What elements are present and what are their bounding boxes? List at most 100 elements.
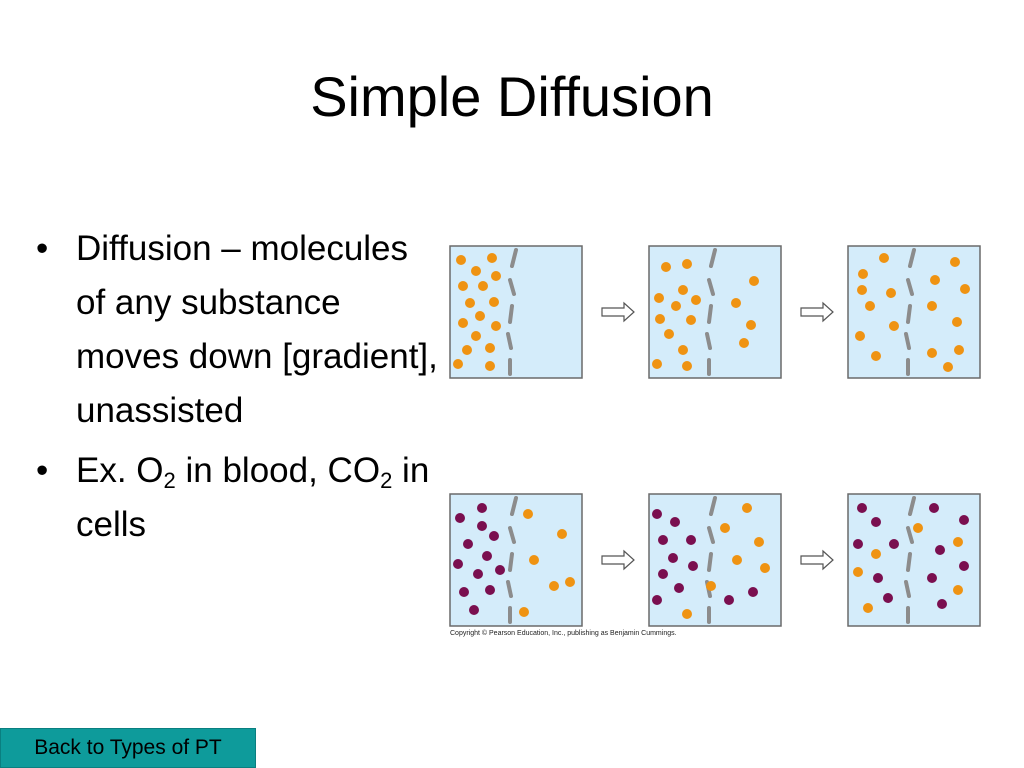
solute-molecule-orange bbox=[927, 301, 937, 311]
arrow-right-icon bbox=[601, 549, 635, 571]
solute-molecule-orange bbox=[863, 603, 873, 613]
solute-molecule-orange bbox=[953, 585, 963, 595]
solute-molecule-purple bbox=[959, 561, 969, 571]
solute-molecule-orange bbox=[927, 348, 937, 358]
solute-molecule-purple bbox=[873, 573, 883, 583]
membrane bbox=[904, 248, 916, 376]
solute-molecule-orange bbox=[671, 301, 681, 311]
membrane-segment bbox=[508, 526, 516, 544]
solute-molecule-orange bbox=[453, 359, 463, 369]
solute-molecule-orange bbox=[489, 297, 499, 307]
membrane bbox=[705, 248, 717, 376]
solute-molecule-orange bbox=[871, 351, 881, 361]
membrane-segment bbox=[508, 552, 514, 572]
solute-molecule-orange bbox=[661, 262, 671, 272]
slide-title: Simple Diffusion bbox=[310, 65, 714, 128]
membrane-segment bbox=[904, 580, 911, 598]
solute-molecule-orange bbox=[458, 281, 468, 291]
solute-molecule-purple bbox=[652, 509, 662, 519]
back-to-types-button[interactable]: Back to Types of PT bbox=[0, 728, 256, 768]
solute-molecule-purple bbox=[485, 585, 495, 595]
solute-molecule-orange bbox=[678, 345, 688, 355]
bullet-text-mid: in blood, CO bbox=[175, 451, 381, 490]
diffusion-row-single-solute bbox=[449, 245, 981, 379]
solute-molecule-orange bbox=[886, 288, 896, 298]
bullet-text: Diffusion – molecules of any substance m… bbox=[76, 229, 438, 430]
solute-molecule-orange bbox=[523, 509, 533, 519]
membrane-segment bbox=[707, 526, 715, 544]
arrow-right-icon bbox=[800, 549, 834, 571]
solute-molecule-purple bbox=[658, 569, 668, 579]
arrow-right-icon bbox=[601, 301, 635, 323]
solute-molecule-purple bbox=[686, 535, 696, 545]
solute-molecule-purple bbox=[495, 565, 505, 575]
solute-molecule-orange bbox=[462, 345, 472, 355]
solute-molecule-orange bbox=[879, 253, 889, 263]
solute-molecule-orange bbox=[746, 320, 756, 330]
membrane-segment bbox=[906, 304, 912, 324]
solute-molecule-orange bbox=[691, 295, 701, 305]
solute-molecule-orange bbox=[686, 315, 696, 325]
solute-molecule-purple bbox=[927, 573, 937, 583]
membrane-segment bbox=[506, 580, 513, 598]
solute-molecule-orange bbox=[760, 563, 770, 573]
solute-molecule-purple bbox=[748, 587, 758, 597]
membrane-segment bbox=[906, 552, 912, 572]
solute-molecule-orange bbox=[664, 329, 674, 339]
membrane-segment bbox=[709, 248, 717, 268]
molecules bbox=[453, 503, 575, 617]
solute-molecule-orange bbox=[706, 581, 716, 591]
membrane-segment bbox=[906, 278, 914, 296]
membrane-segment bbox=[707, 278, 715, 296]
panel-background bbox=[450, 246, 582, 378]
solute-molecule-orange bbox=[565, 577, 575, 587]
solute-molecule-purple bbox=[889, 539, 899, 549]
panel-6-equilibrium-two-solutes bbox=[847, 493, 981, 627]
diffusion-row-two-solutes bbox=[449, 493, 981, 627]
solute-molecule-orange bbox=[739, 338, 749, 348]
solute-molecule-orange bbox=[732, 555, 742, 565]
solute-molecule-orange bbox=[652, 359, 662, 369]
membrane-segment bbox=[508, 278, 516, 296]
solute-molecule-orange bbox=[655, 314, 665, 324]
solute-molecule-orange bbox=[865, 301, 875, 311]
solute-molecule-orange bbox=[930, 275, 940, 285]
solute-molecule-orange bbox=[742, 503, 752, 513]
solute-molecule-purple bbox=[463, 539, 473, 549]
membrane-segment bbox=[908, 248, 916, 268]
molecules bbox=[853, 503, 969, 613]
solute-molecule-orange bbox=[475, 311, 485, 321]
solute-molecule-orange bbox=[471, 266, 481, 276]
solute-molecule-orange bbox=[682, 361, 692, 371]
membrane-segment bbox=[709, 496, 717, 516]
panel-border bbox=[648, 245, 782, 379]
solute-molecule-orange bbox=[731, 298, 741, 308]
solute-molecule-orange bbox=[478, 281, 488, 291]
solute-molecule-purple bbox=[668, 553, 678, 563]
solute-molecule-orange bbox=[485, 343, 495, 353]
panel-border bbox=[847, 245, 981, 379]
solute-molecule-purple bbox=[857, 503, 867, 513]
panel-2-spreading bbox=[648, 245, 782, 379]
solute-molecule-purple bbox=[937, 599, 947, 609]
membrane-segment bbox=[707, 552, 713, 572]
solute-molecule-orange bbox=[485, 361, 495, 371]
solute-molecule-orange bbox=[682, 609, 692, 619]
membrane-segment bbox=[506, 332, 513, 350]
molecules bbox=[652, 259, 759, 371]
solute-molecule-purple bbox=[482, 551, 492, 561]
solute-molecule-orange bbox=[557, 529, 567, 539]
solute-molecule-purple bbox=[929, 503, 939, 513]
solute-molecule-orange bbox=[953, 537, 963, 547]
solute-molecule-orange bbox=[960, 284, 970, 294]
panel-border bbox=[449, 493, 583, 627]
panel-border bbox=[449, 245, 583, 379]
solute-molecule-orange bbox=[754, 537, 764, 547]
panel-background bbox=[848, 246, 980, 378]
solute-molecule-purple bbox=[473, 569, 483, 579]
solute-molecule-purple bbox=[658, 535, 668, 545]
bullet-item-example: • Ex. O2 in blood, CO2 in cells bbox=[30, 444, 440, 552]
solute-molecule-orange bbox=[471, 331, 481, 341]
solute-molecule-orange bbox=[458, 318, 468, 328]
